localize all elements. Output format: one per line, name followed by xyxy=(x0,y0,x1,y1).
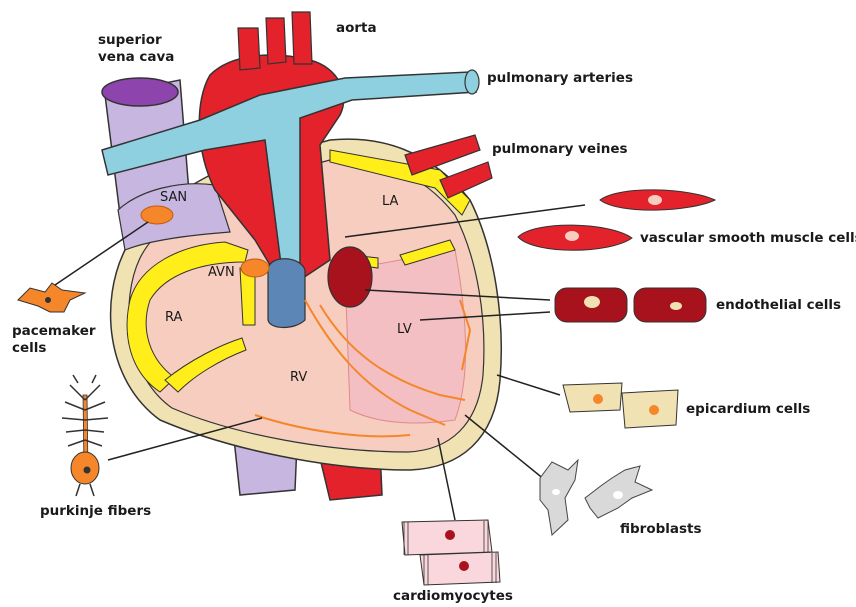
vsmc-nucleus-icon-2 xyxy=(565,231,579,241)
pacemaker-cell-icon xyxy=(18,283,85,312)
epicardium-nucleus-icon xyxy=(593,394,603,404)
avn-label: AVN xyxy=(208,265,235,280)
pointer-epicardium xyxy=(497,375,560,395)
cardiomyocytes-label: cardiomyocytes xyxy=(393,588,513,605)
epicardium-nucleus-icon-2 xyxy=(649,405,659,415)
pacemaker-nucleus-icon xyxy=(45,297,51,303)
superior-vena-cava-opening xyxy=(102,78,178,106)
epicardium-cell-icon xyxy=(563,383,622,412)
avn-node xyxy=(241,259,269,277)
aorta-branch-3 xyxy=(292,12,312,64)
superior-vena-cava-label: superior vena cava xyxy=(98,32,174,66)
endothelial-cells-label: endothelial cells xyxy=(716,297,841,314)
san-label: SAN xyxy=(160,190,187,205)
pulmonary-trunk-base xyxy=(268,259,305,328)
fibroblast-nucleus-icon-2 xyxy=(613,491,623,499)
pulmonary-vein-lower xyxy=(440,162,492,198)
pulmonary-veines-label: pulmonary veines xyxy=(492,141,628,158)
san-node xyxy=(141,206,173,224)
epicardium-cells-label: epicardium cells xyxy=(686,401,810,418)
aorta-label: aorta xyxy=(336,20,377,37)
fibroblast-icon xyxy=(540,460,578,535)
purkinje-fibers-label: purkinje fibers xyxy=(40,503,151,520)
la-label: LA xyxy=(382,194,398,209)
lv-label: LV xyxy=(397,322,412,337)
pointer-fibroblasts xyxy=(465,415,545,480)
pacemaker-cells-label: pacemaker cells xyxy=(12,323,96,357)
aorta-branch-2 xyxy=(266,18,286,64)
endothelial-cell-icon-2 xyxy=(634,288,706,322)
vsmc-nucleus-icon xyxy=(648,195,662,205)
endothelial-nucleus-icon xyxy=(584,296,600,308)
fibroblasts-label: fibroblasts xyxy=(620,521,702,538)
purkinje-fiber-tail xyxy=(76,484,94,496)
endothelial-nucleus-icon-2 xyxy=(670,302,682,310)
pulmonary-arteries-label: pulmonary arteries xyxy=(487,70,633,87)
cardiomyocyte-nucleus-icon-2 xyxy=(459,561,469,571)
fibroblast-nucleus-icon xyxy=(552,489,560,495)
aorta-branch-1 xyxy=(238,28,260,70)
left-atrium-muscle xyxy=(328,247,372,307)
purkinje-nucleus-icon xyxy=(84,467,91,474)
vascular-smooth-muscle-cells-label: vascular smooth muscle cells xyxy=(640,230,856,247)
ra-label: RA xyxy=(165,310,182,325)
cardiomyocyte-nucleus-icon xyxy=(445,530,455,540)
pulmonary-artery-opening xyxy=(465,70,479,94)
rv-label: RV xyxy=(290,370,307,385)
